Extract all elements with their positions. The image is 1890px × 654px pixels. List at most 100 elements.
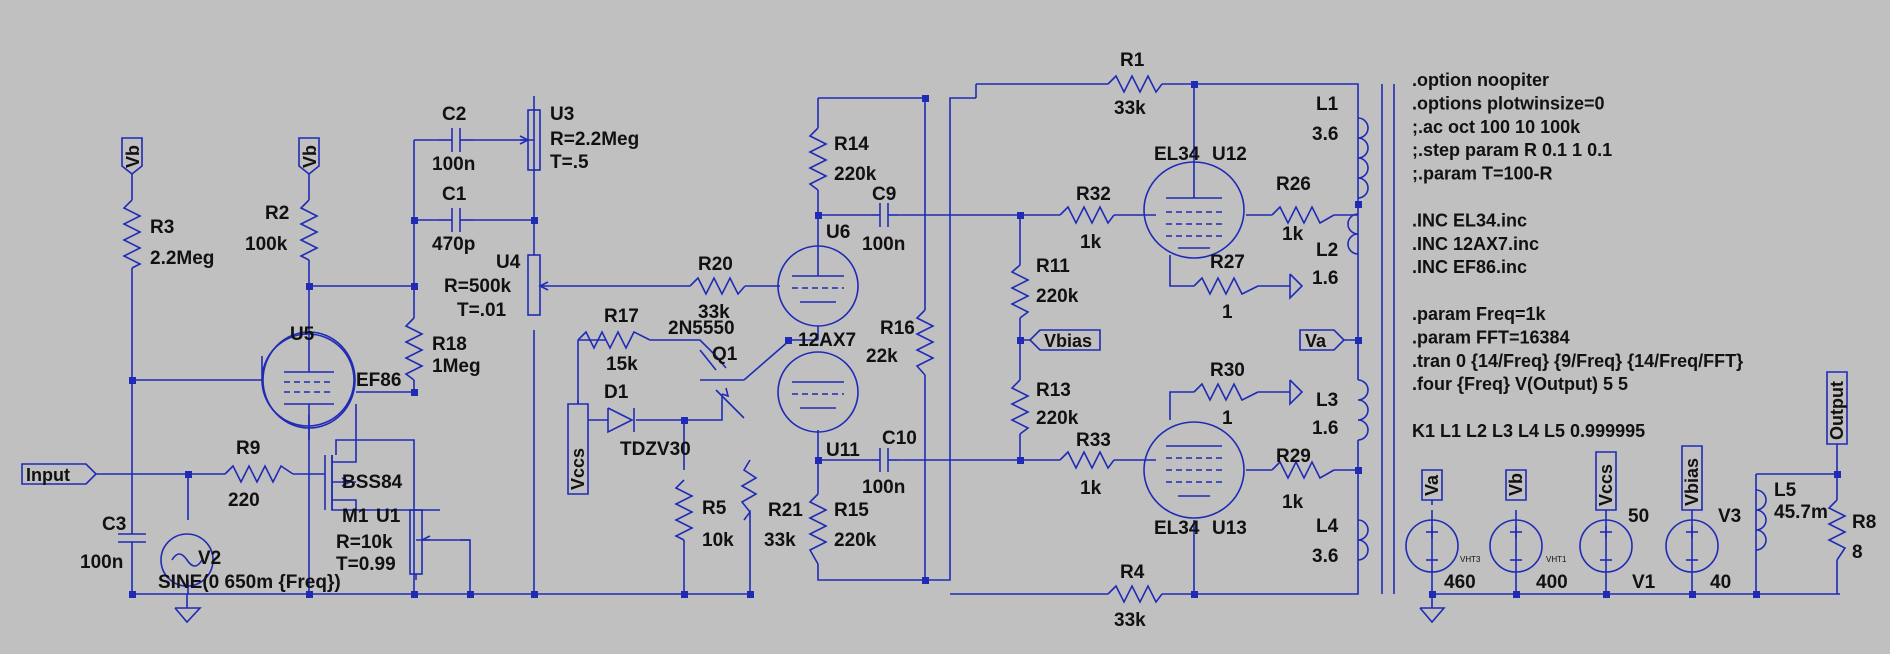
r9-value: 220 (228, 490, 260, 511)
m1-model: BSS84 (342, 472, 403, 493)
capacitors (118, 128, 898, 560)
spice-directives: .option noopiter .options plotwinsize=0;.… (1412, 70, 1743, 441)
spice-directive-line: .four {Freq} V(Output) 5 5 (1412, 374, 1628, 394)
net-label-va: Va (1305, 331, 1327, 351)
l3-value: 1.6 (1312, 418, 1338, 439)
r18-name: R18 (432, 334, 467, 355)
m1-name: M1 (342, 506, 369, 527)
c2-value: 100n (432, 154, 475, 175)
r30-name: R30 (1210, 360, 1245, 381)
u4-param-t: T=.01 (457, 300, 507, 321)
u11-name: U11 (826, 440, 860, 461)
q1-model: 2N5550 (668, 318, 735, 339)
q1-name: Q1 (712, 344, 738, 365)
spice-directive-line: .INC 12AX7.inc (1412, 234, 1539, 254)
net-label-vbias: Vbias (1682, 458, 1702, 506)
r29-value: 1k (1282, 492, 1304, 513)
net-label-input: Input (26, 465, 70, 485)
u4-name: U4 (496, 252, 521, 273)
l2-name: L2 (1316, 240, 1338, 261)
r33-name: R33 (1076, 430, 1111, 451)
r1-value: 33k (1114, 98, 1146, 119)
spice-directive-line: .options plotwinsize=0 (1412, 93, 1605, 113)
c1-name: C1 (442, 184, 467, 205)
c3-name: C3 (102, 514, 126, 535)
u3-param-r: R=2.2Meg (550, 129, 639, 150)
r17-value: 15k (606, 354, 638, 375)
voltage-sources (160, 519, 1719, 587)
v3-value: 40 (1710, 572, 1731, 593)
r21-name: R21 (768, 500, 803, 521)
r14-value: 220k (834, 164, 877, 185)
l5-value: 45.7m (1774, 502, 1828, 523)
vht3-name: VHT3 (1460, 555, 1481, 564)
net-label-output: Output (1827, 381, 1847, 440)
c10-name: C10 (882, 428, 917, 449)
u1-name: U1 (376, 506, 401, 527)
r16-value: 22k (866, 346, 898, 367)
spice-directive-line: ;.param T=100-R (1412, 164, 1553, 184)
vht1-name: VHT1 (1546, 555, 1567, 564)
u3-name: U3 (550, 104, 574, 125)
u12-model: EL34 (1154, 144, 1200, 165)
net-label-va: Va (1422, 474, 1442, 496)
transistors (324, 349, 745, 510)
c9-name: C9 (872, 184, 896, 205)
inductors (1347, 117, 1767, 561)
r5-name: R5 (702, 498, 727, 519)
spice-directive-line: ;.ac oct 100 10 100k (1412, 117, 1581, 137)
c10-value: 100n (862, 477, 905, 498)
l4-value: 3.6 (1312, 546, 1338, 567)
r18-value: 1Meg (432, 356, 481, 377)
r15-name: R15 (834, 500, 869, 521)
net-label-vbias: Vbias (1044, 331, 1092, 351)
l4-name: L4 (1316, 516, 1339, 537)
net-label-vccs: Vccs (1596, 464, 1616, 506)
v1-value: 50 (1628, 506, 1649, 527)
r20-name: R20 (698, 254, 733, 275)
r27-name: R27 (1210, 252, 1245, 273)
u6-name: U6 (826, 222, 850, 243)
net-flags: Vb Vb Input Vccs Vbias Va Va Vb Vccs Vbi… (21, 137, 1848, 511)
r11-value: 220k (1036, 286, 1079, 307)
u13-model: EL34 (1154, 518, 1200, 539)
u5-name: U5 (290, 324, 315, 345)
c2-name: C2 (442, 104, 466, 125)
r33-value: 1k (1080, 478, 1102, 499)
r17-name: R17 (604, 306, 639, 327)
v1-name: V1 (1632, 572, 1656, 593)
r26-value: 1k (1282, 224, 1304, 245)
r2-name: R2 (265, 203, 289, 224)
u1-param-r: R=10k (336, 532, 393, 553)
spice-directive-line: .INC EL34.inc (1412, 210, 1527, 230)
r13-name: R13 (1036, 380, 1071, 401)
spice-directive-line: .param Freq=1k (1412, 304, 1547, 324)
r3-name: R3 (150, 217, 174, 238)
ground-icon (174, 594, 1446, 624)
d1-name: D1 (604, 382, 629, 403)
u5-model: EF86 (356, 370, 401, 391)
vht3-value: 460 (1444, 572, 1476, 593)
r32-value: 1k (1080, 232, 1102, 253)
spice-directive-line: .option noopiter (1412, 70, 1549, 90)
net-label-vb: Vb (300, 145, 320, 168)
component-labels: R3 2.2Meg R2 100k C2 100n C1 470p U3 R=2… (80, 50, 1876, 631)
diode-d1 (607, 407, 635, 434)
net-label-vccs: Vccs (568, 448, 588, 490)
tubes (261, 160, 1245, 519)
r11-name: R11 (1036, 256, 1070, 277)
u4-param-r: R=500k (444, 276, 512, 297)
potentiometers (409, 96, 549, 580)
wires (96, 83, 1840, 608)
l3-name: L3 (1316, 390, 1338, 411)
l1-value: 3.6 (1312, 124, 1338, 145)
spice-directive-line: .INC EF86.inc (1412, 257, 1527, 277)
v3-name: V3 (1718, 506, 1741, 527)
l1-name: L1 (1316, 94, 1339, 115)
r20-value: 33k (698, 302, 730, 323)
c3-value: 100n (80, 552, 123, 573)
c9-value: 100n (862, 234, 905, 255)
u6-model: 12AX7 (798, 330, 856, 351)
spice-directive-line: .param FFT=16384 (1412, 327, 1570, 347)
r16-name: R16 (880, 318, 915, 339)
